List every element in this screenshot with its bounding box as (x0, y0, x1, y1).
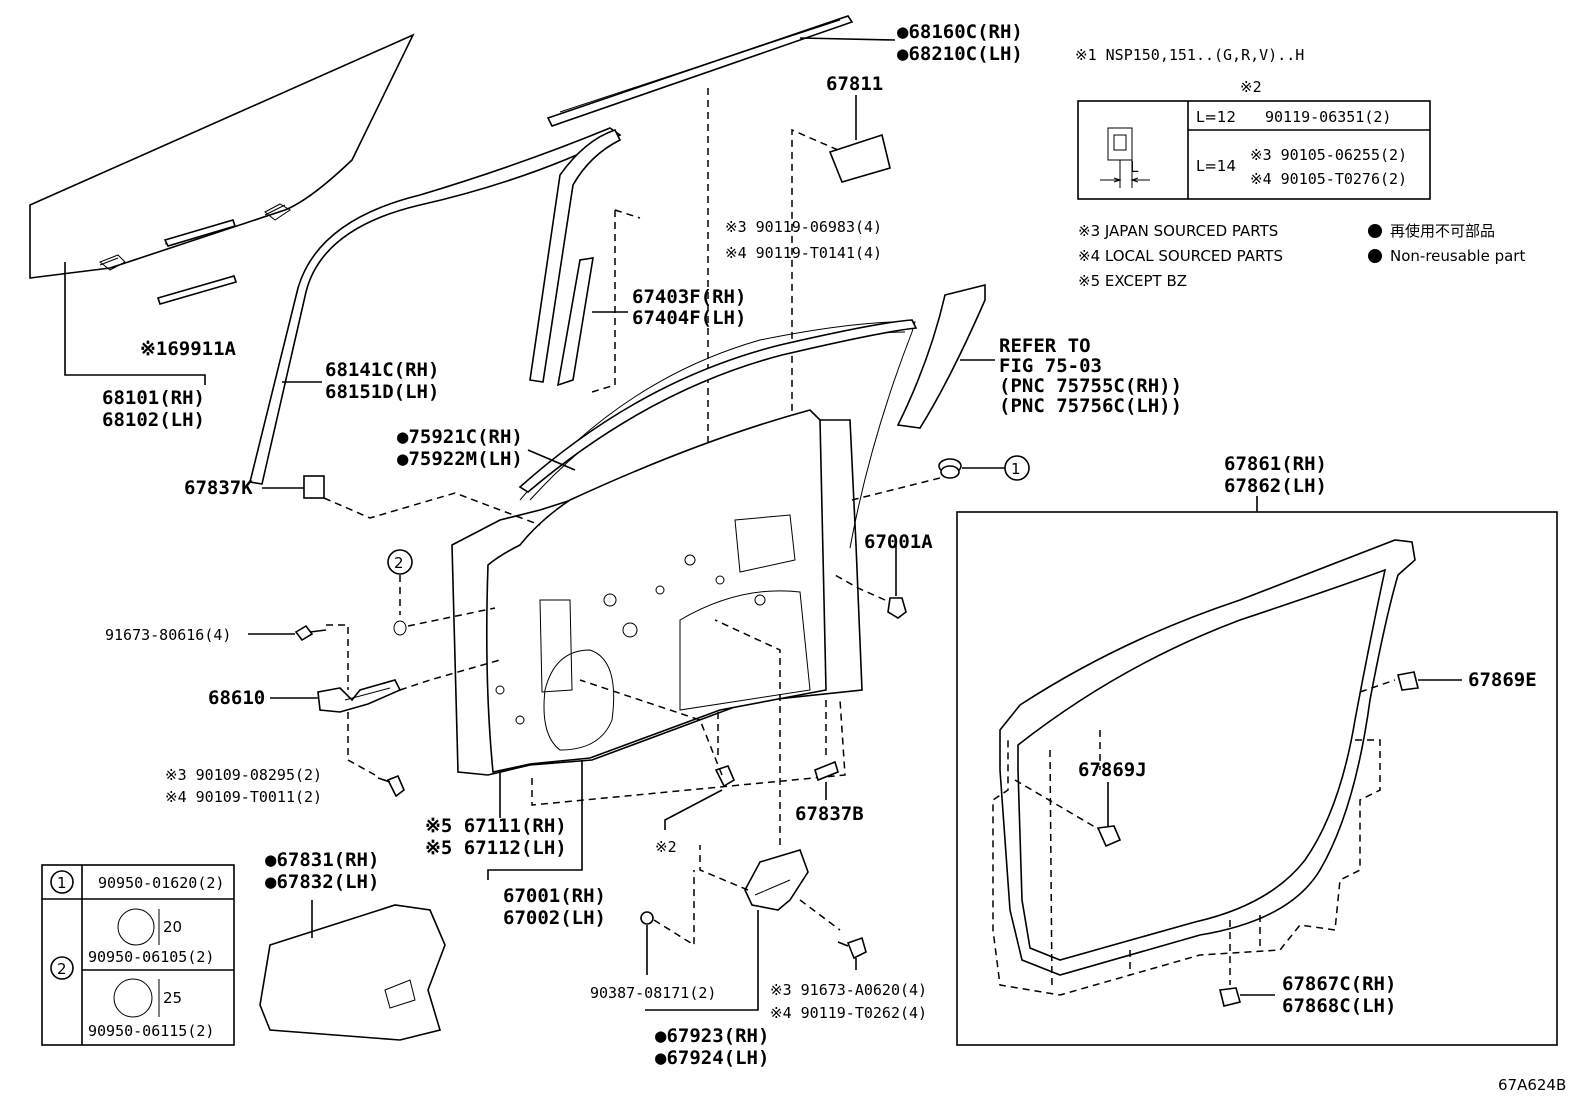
clip-67869j (1096, 825, 1122, 848)
door-frame-fin-trim (896, 283, 986, 429)
label-67404f: 67404F(LH) (632, 307, 746, 329)
note-1: ※1 NSP150,151..(G,R,V)..H (1075, 46, 1304, 64)
label-68210c: ●68210C(LH) (897, 43, 1023, 65)
screw-spec-table (1077, 100, 1431, 200)
hole-plug-1 (938, 458, 962, 479)
screw-row1-part: 90119-06351(2) (1265, 108, 1391, 126)
label-67001a: 67001A (864, 531, 933, 553)
clip-67837k (303, 475, 325, 499)
label-68160c: ●68160C(RH) (897, 21, 1023, 43)
label-67831: ●67831(RH) (265, 849, 379, 871)
label-90119-t0141: ※4 90119-T0141(4) (725, 244, 882, 262)
callout-1-number: 1 (1011, 460, 1021, 478)
label-mark-2: ※2 (655, 838, 677, 856)
refer-line-1: REFER TO (999, 335, 1091, 357)
pad-67811 (828, 133, 891, 183)
plug-table (41, 864, 235, 1046)
bolt-90109 (377, 774, 405, 798)
label-68102: 68102(LH) (102, 409, 205, 431)
clip-67867c (1219, 987, 1241, 1007)
label-67403f: 67403F(RH) (632, 286, 746, 308)
bracket-67923 (744, 849, 809, 911)
label-68151d: 68151D(LH) (325, 381, 439, 403)
label-90109-t0011: ※4 90109-T0011(2) (165, 788, 322, 806)
bolt-91673-80616 (294, 624, 327, 642)
label-90119-t0262: ※4 90119-T0262(4) (770, 1004, 927, 1022)
nonreusable-label-en: Non-reusable part (1390, 247, 1525, 265)
note-4: ※4 LOCAL SOURCED PARTS (1078, 247, 1283, 265)
label-67002: 67002(LH) (503, 907, 606, 929)
label-91673-a0620: ※3 91673-A0620(4) (770, 981, 927, 999)
label-67861: 67861(RH) (1224, 453, 1327, 475)
label-67869j: 67869J (1078, 759, 1147, 781)
service-hole-cover (259, 904, 446, 1041)
door-glass (29, 33, 415, 305)
label-67869e: 67869E (1468, 669, 1537, 691)
note-3: ※3 JAPAN SOURCED PARTS (1078, 222, 1278, 240)
label-67811: 67811 (826, 73, 883, 95)
plug-row2b-dim: 25 (163, 989, 182, 1007)
screw-row2-part-a: ※3 90105-06255(2) (1250, 146, 1407, 164)
label-68610: 68610 (208, 687, 265, 709)
plug-row2a-dim: 20 (163, 918, 182, 936)
label-67837k: 67837K (184, 477, 253, 499)
callout-circle-1 (1004, 455, 1030, 481)
door-hinge-68610 (317, 679, 402, 713)
label-67924: ●67924(LH) (655, 1047, 769, 1069)
label-67923: ●67923(RH) (655, 1025, 769, 1047)
label-68141c: 68141C(RH) (325, 359, 439, 381)
label-90109-08295: ※3 90109-08295(2) (165, 766, 322, 784)
plug-row2-number: 2 (57, 960, 67, 978)
clip-67837b (814, 760, 839, 782)
bolt-lower-door (714, 765, 736, 788)
callout-2-number: 2 (394, 554, 404, 572)
nonreusable-label-jp: 再使用不可部品 (1390, 222, 1495, 240)
label-90119-06983: ※3 90119-06983(4) (725, 218, 882, 236)
label-67868c: 67868C(LH) (1282, 995, 1396, 1017)
figure-code: 67A624B (1498, 1076, 1566, 1094)
outer-belt-weatherstrip (546, 15, 854, 127)
plug-row2a-part: 90950-06105(2) (88, 948, 214, 966)
plug-row2b-part: 90950-06115(2) (88, 1022, 214, 1040)
note-5: ※5 EXCEPT BZ (1078, 272, 1187, 290)
note-2-mark: ※2 (1240, 78, 1262, 96)
label-75922m: ●75922M(LH) (397, 448, 523, 470)
callout-circle-2 (387, 549, 413, 575)
screw-row2-length: L=14 (1196, 157, 1236, 175)
door-weatherstrip (999, 539, 1416, 976)
refer-line-4: (PNC 75756C(LH)) (999, 395, 1182, 417)
label-69911a: ※169911A (140, 338, 237, 360)
refer-line-3: (PNC 75755C(RH)) (999, 375, 1182, 397)
label-90387-08171: 90387-08171(2) (590, 984, 716, 1002)
refer-line-2: FIG 75-03 (999, 355, 1102, 377)
nonreusable-bullet-jp (1368, 224, 1382, 238)
label-67837b: 67837B (795, 803, 864, 825)
clip-67869e (1397, 671, 1419, 691)
label-67001: 67001(RH) (503, 885, 606, 907)
front-door-panel (451, 321, 916, 776)
screw-row2-part-b: ※4 90105-T0276(2) (1250, 170, 1407, 188)
label-91673-80616: 91673-80616(4) (105, 626, 231, 644)
clip-90387 (640, 911, 654, 925)
label-67862: 67862(LH) (1224, 475, 1327, 497)
clip-67001a (887, 597, 907, 619)
bolt-91673-a0620 (837, 936, 867, 960)
plug-row1-part: 90950-01620(2) (98, 874, 224, 892)
label-67111: ※5 67111(RH) (425, 815, 567, 837)
label-75921c: ●75921C(RH) (397, 426, 523, 448)
label-67832: ●67832(LH) (265, 871, 379, 893)
label-67112: ※5 67112(LH) (425, 837, 567, 859)
nonreusable-bullet-en (1368, 249, 1382, 263)
screw-row1-length: L=12 (1196, 108, 1236, 126)
label-67867c: 67867C(RH) (1282, 973, 1396, 995)
glass-run-weatherstrip (518, 319, 918, 493)
label-68101: 68101(RH) (102, 387, 205, 409)
screw-dim-label: L (1130, 158, 1139, 176)
window-frame-channel (249, 127, 622, 485)
plug-row1-number: 1 (57, 874, 67, 892)
